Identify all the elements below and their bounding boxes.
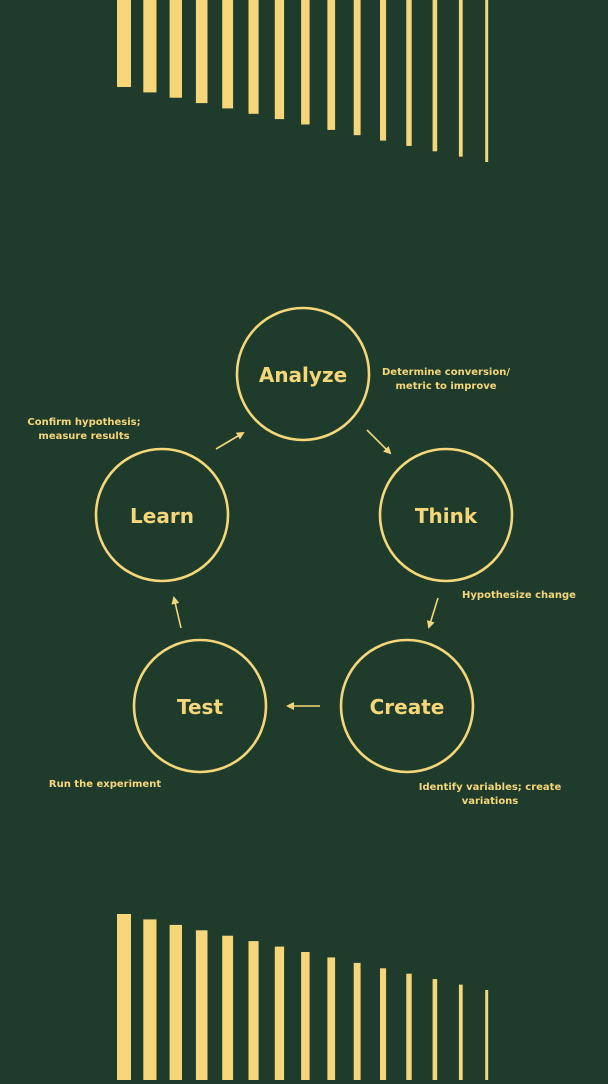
node-analyze-label: Analyze [259,363,347,387]
node-create: Create [339,638,475,774]
edge-analyze-to-think [366,429,392,455]
decorative-stripes-top [117,0,489,162]
caption-create-line-2: variations [462,796,519,807]
stripe-top-2 [143,0,157,93]
stripe-bottom-14 [458,984,463,1080]
stripe-bottom-8 [301,952,310,1080]
stripe-top-5 [222,0,234,109]
stripe-bottom-15 [485,990,489,1080]
stripe-bottom-10 [353,962,361,1080]
caption-learn: Confirm hypothesis; measure results [27,417,140,442]
edge-test-to-learn [171,596,182,629]
caption-learn-line-1: Confirm hypothesis; [27,417,140,428]
caption-create-line-1: Identify variables; create [419,782,562,793]
caption-learn-line-2: measure results [38,431,129,442]
stripe-bottom-3 [169,924,182,1080]
stripe-bottom-6 [248,941,259,1080]
node-test: Test [132,638,268,774]
node-test-circle [132,638,268,774]
node-think-label: Think [415,504,478,528]
decorative-stripes-bottom [117,914,489,1080]
node-create-circle [339,638,475,774]
stripe-top-11 [380,0,387,141]
stripe-bottom-1 [117,914,131,1080]
stripe-top-3 [169,0,182,98]
caption-create: Identify variables; create variations [419,782,562,807]
node-learn-circle [94,447,230,583]
stripe-bottom-11 [380,968,387,1080]
node-learn: Learn [94,447,230,583]
stripe-top-8 [301,0,310,125]
node-analyze: Analyze [235,306,371,442]
stripe-bottom-13 [432,979,438,1080]
caption-analyze-line-1: Determine conversion/ [382,367,510,378]
stripe-top-1 [117,0,131,87]
stripe-top-9 [327,0,336,130]
caption-analyze-line-2: metric to improve [396,381,497,392]
stripe-top-12 [406,0,412,146]
stripe-bottom-5 [222,935,234,1080]
edge-think-to-create [426,597,439,629]
node-learn-label: Learn [130,504,194,528]
stripe-bottom-4 [195,930,208,1080]
stripe-top-4 [195,0,208,104]
caption-think: Hypothesize change [462,590,576,601]
stripe-top-14 [458,0,463,157]
stripe-top-6 [248,0,259,114]
stripe-top-10 [353,0,361,136]
node-analyze-circle [235,306,371,442]
node-test-label: Test [177,695,223,719]
caption-think-line-1: Hypothesize change [462,590,576,601]
caption-test-line-1: Run the experiment [49,779,161,790]
node-think: Think [378,447,514,583]
node-create-label: Create [370,695,445,719]
node-think-circle [378,447,514,583]
edge-learn-to-analyze [215,431,245,450]
stripe-top-13 [432,0,438,152]
caption-test: Run the experiment [49,779,161,790]
edges [171,429,439,710]
stripe-bottom-7 [274,946,285,1080]
stripe-bottom-12 [406,973,412,1080]
stripe-top-15 [485,0,489,162]
stripe-bottom-2 [143,919,157,1080]
stripe-top-7 [274,0,285,120]
stripe-bottom-9 [327,957,336,1080]
caption-analyze: Determine conversion/ metric to improve [382,367,510,392]
